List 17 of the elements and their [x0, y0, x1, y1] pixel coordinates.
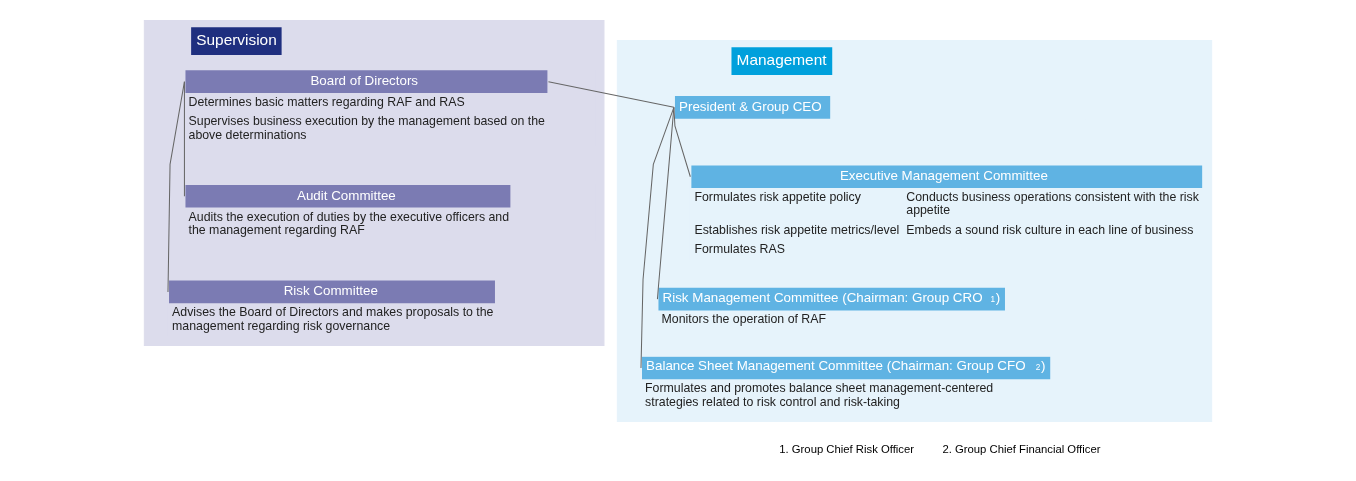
- connector: [167, 81, 185, 293]
- node-label: Determines basic matters regarding RAF and RAS: [188, 94, 465, 109]
- label: 1. Group Chief Risk Officer: [779, 443, 915, 456]
- node-box: Board of Directors: [185, 70, 548, 93]
- connector: [656, 106, 675, 300]
- label: 2. Group Chief Financial Officer: [942, 443, 1101, 456]
- node-box: President & Group CEO: [674, 96, 831, 119]
- node-label: Monitors the operation of RAF: [661, 312, 827, 327]
- connector: [640, 106, 675, 369]
- connector: [547, 81, 675, 108]
- node-label: Audits the execution of duties by the executive officers and the management regarding RAF: [188, 209, 510, 237]
- node-label: Advises the Board of Directors and makes proposals to the management regarding risk governance: [172, 305, 494, 333]
- node-box: Audit Committee: [185, 184, 511, 208]
- node-label: Supervises business execution by the management based on the above determinations: [188, 114, 545, 142]
- node-text: Executive Management Committee Formulates risk appetite policy Conducts business operations consistent with the risk appetite Establishes risk appetite metrics/level Embeds a sound risk culture in each line of business Formulates RAS: [694, 168, 1199, 257]
- node-box: Risk Committee: [169, 280, 495, 304]
- connector: [673, 106, 691, 178]
